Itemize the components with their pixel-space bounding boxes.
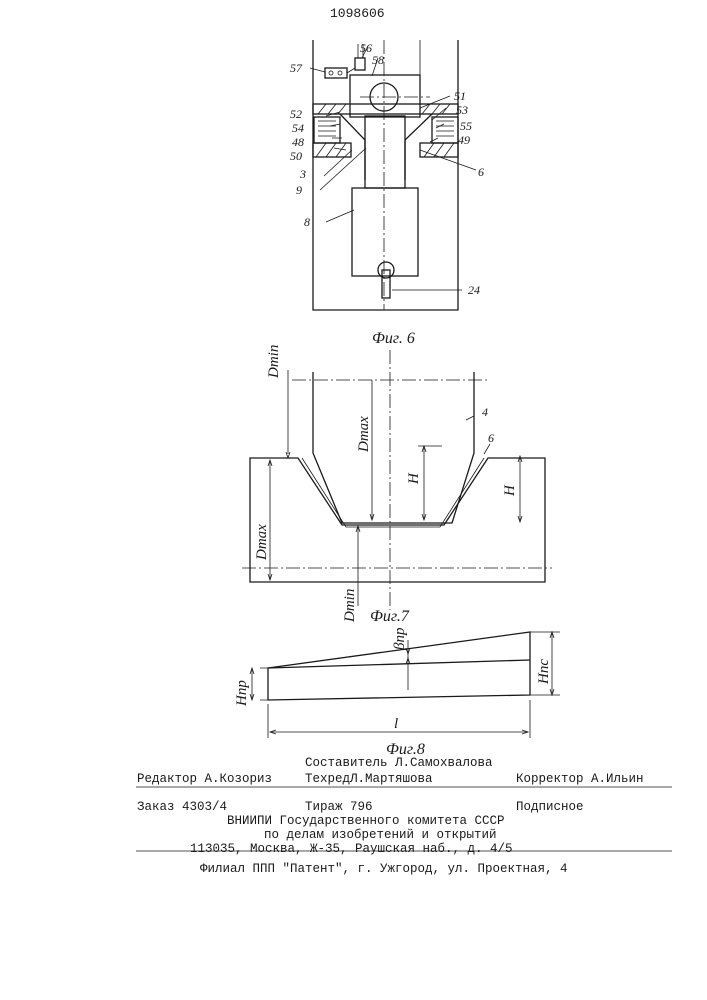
drawing-label-l6: 6: [488, 431, 494, 445]
compiler: Составитель Л.Самохвалова: [305, 756, 493, 770]
sensor-57: [325, 68, 347, 78]
workpiece: [250, 458, 545, 582]
drawing-label-l54: 54: [292, 121, 304, 135]
order: Заказ 4303/4: [137, 800, 227, 814]
wedge-mid-line: [268, 660, 530, 668]
drawing-label-l56: 56: [360, 41, 372, 55]
drawing-label-h_inner: H: [406, 472, 422, 485]
corrector: Корректор А.Ильин: [516, 772, 644, 786]
drawing-label-l9: 9: [296, 183, 302, 197]
figure-6: 56 58 57 51 53 55 49 52 54 48 50 3 9 8 6…: [290, 40, 484, 347]
body-8: [352, 188, 418, 276]
drawing-label-l52: 52: [290, 107, 302, 121]
drawing-label-l48: 48: [292, 135, 304, 149]
org-line-1: ВНИИПИ Государственного комитета СССР: [227, 814, 505, 828]
subscription: Подписное: [516, 800, 584, 814]
drawing-label-l50: 50: [290, 149, 302, 163]
editor: Редактор А.Козориз: [137, 772, 272, 786]
branch: Филиал ППП "Патент", г. Ужгород, ул. Про…: [200, 862, 568, 876]
drawing-label-dmax_left: Dmax: [254, 524, 270, 561]
drawing-label-l51: 51: [454, 89, 466, 103]
org-line-2: по делам изобретений и открытий: [264, 828, 497, 842]
figure-7-caption: Фиг.7: [370, 608, 410, 625]
drawing-label-l49: 49: [458, 133, 470, 147]
stem-24: [382, 270, 390, 298]
drawing-label-dmax_center: Dmax: [356, 416, 372, 453]
drawing-label-l6: 6: [478, 165, 484, 179]
tech-editor: ТехредЛ.Мартяшова: [305, 772, 433, 786]
sensor-56: [355, 58, 365, 70]
figure-6-caption: Фиг. 6: [372, 330, 415, 347]
drawing-label-l24: 24: [468, 283, 480, 297]
drawing-label-l53: 53: [456, 103, 468, 117]
drawing-label-l8: 8: [304, 215, 310, 229]
org-address: 113035, Москва, Ж-35, Раушская наб., д. …: [190, 842, 513, 856]
drawing-label-l3: 3: [299, 167, 306, 181]
figure-8: Нпр Нпс βпр l Фиг.8: [234, 627, 560, 758]
drawing-label-dmin_top: Dmin: [266, 345, 282, 379]
patent-number: 1098606: [330, 6, 385, 21]
drawing-label-hpr: Нпр: [234, 680, 250, 707]
drawing-label-h_right: H: [502, 484, 518, 497]
circulation: Тираж 796: [305, 800, 373, 814]
funnel: [340, 114, 432, 180]
drawing-label-l55: 55: [460, 119, 472, 133]
drawing-label-dmin_bottom: Dmin: [342, 589, 358, 623]
rod-9: [365, 116, 405, 188]
drawing-label-l57: 57: [290, 61, 303, 75]
tool-4: [313, 372, 474, 523]
drawing-label-l58: 58: [372, 53, 384, 67]
drawing-label-l4: 4: [482, 405, 488, 419]
figure-7: Dmin Dmax Dmax Dmin H H 4 6 Фиг.7: [242, 345, 552, 625]
drawing-label-beta: βпр: [392, 627, 408, 651]
drawing-label-hpc: Нпс: [536, 659, 552, 685]
drawing-label-l: l: [394, 716, 398, 732]
